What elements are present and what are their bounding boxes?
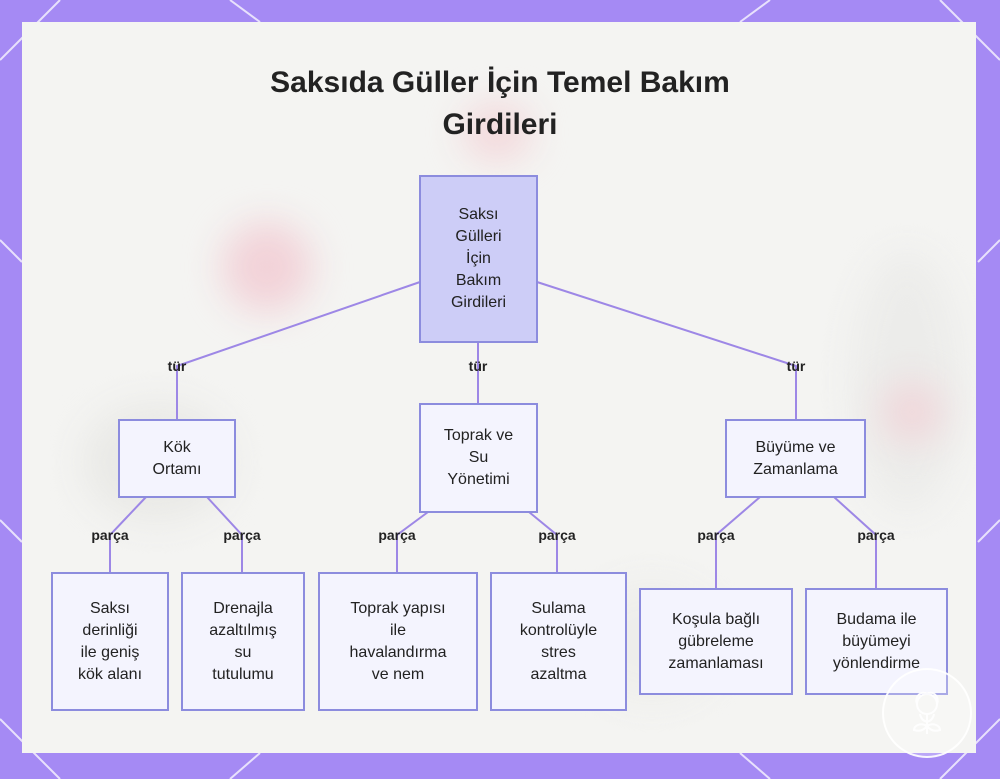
edge-label-parca: parça	[697, 527, 735, 543]
edge-buyume-leaf5	[715, 496, 761, 589]
edge-buyume-leaf6	[833, 496, 877, 589]
edge-kok-leaf2	[206, 496, 243, 573]
edge-kok-leaf1	[109, 496, 147, 573]
leaf-saksi-derinligi: Saksı derinliği ile geniş kök alanı	[51, 572, 169, 711]
edge-toprak-leaf4	[528, 511, 558, 573]
leaf-drenaj: Drenajla azaltılmış su tutulumu	[181, 572, 305, 711]
edge-label-parca: parça	[857, 527, 895, 543]
edge-label-parca: parça	[223, 527, 261, 543]
edge-label-tur: tür	[167, 358, 187, 374]
node-kok-ortami: Kök Ortamı	[118, 419, 236, 498]
edge-label-parca: parça	[538, 527, 576, 543]
edge-label-tur: tür	[786, 358, 806, 374]
node-buyume-ve-zamanlama: Büyüme ve Zamanlama	[725, 419, 866, 498]
root-node: Saksı Gülleri İçin Bakım Girdileri	[419, 175, 538, 343]
leaf-toprak-yapisi: Toprak yapısı ile havalandırma ve nem	[318, 572, 478, 711]
edge-label-tur: tür	[468, 358, 488, 374]
rose-badge-icon	[882, 668, 972, 758]
leaf-sulama-kontrolu: Sulama kontrolüyle stres azaltma	[490, 572, 627, 711]
background-blur	[882, 382, 942, 442]
edge-root-buyume	[536, 281, 797, 420]
background-blur	[222, 222, 312, 312]
edge-root-kok	[176, 281, 421, 420]
leaf-gubreleme: Koşula bağlı gübreleme zamanlaması	[639, 588, 793, 695]
diagram-title: Saksıda Güller İçin Temel Bakım Girdiler…	[270, 66, 730, 141]
background-blur	[462, 102, 532, 162]
edge-label-parca: parça	[91, 527, 129, 543]
node-toprak-ve-su: Toprak ve Su Yönetimi	[419, 403, 538, 513]
edge-toprak-leaf3	[396, 511, 429, 573]
rose-icon	[912, 691, 942, 734]
edge-label-parca: parça	[378, 527, 416, 543]
